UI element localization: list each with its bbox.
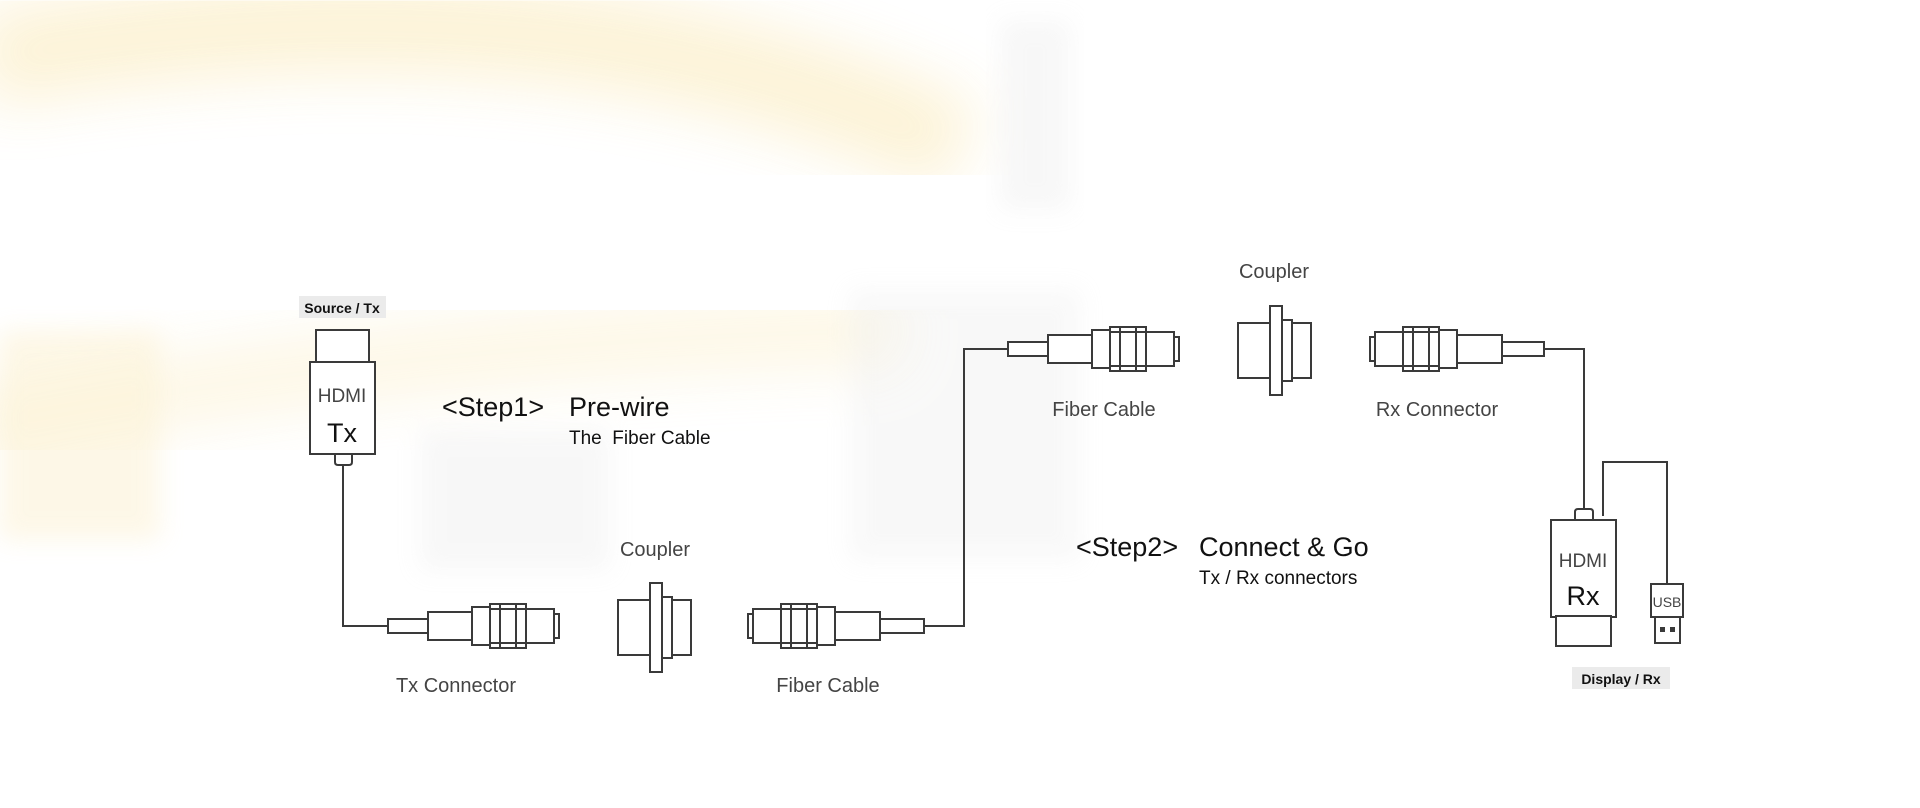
fiber-cable-top-label: Fiber Cable bbox=[1052, 399, 1155, 421]
tx-connector bbox=[387, 603, 560, 649]
tx-wire bbox=[342, 465, 388, 627]
rx-hdmi-plug: HDMI Rx bbox=[1550, 508, 1617, 647]
rx-connector-label: Rx Connector bbox=[1376, 399, 1499, 421]
step1-title: Pre-wire bbox=[569, 392, 670, 422]
rx-plug-bottom-label: Rx bbox=[1567, 581, 1600, 611]
step2-title: Connect & Go bbox=[1199, 532, 1369, 562]
step1-tag: <Step1> bbox=[442, 392, 544, 422]
tx-plug-top-label: HDMI bbox=[318, 386, 367, 407]
coupler-bottom-label: Coupler bbox=[620, 539, 690, 561]
usb-plug: USB bbox=[1650, 583, 1684, 644]
rx-wire bbox=[1544, 348, 1585, 512]
background-photo bbox=[0, 0, 1080, 570]
step2-subtitle: Tx / Rx connectors bbox=[1199, 568, 1357, 589]
step1-heading: <Step1> Pre-wire The Fiber Cable bbox=[442, 392, 711, 449]
rx-connector bbox=[1369, 326, 1545, 372]
step2-heading: <Step2> Connect & Go Tx / Rx connectors bbox=[1076, 532, 1369, 589]
tx-plug-bottom-label: Tx bbox=[327, 418, 357, 448]
coupler-top-label: Coupler bbox=[1239, 261, 1309, 283]
tx-connector-label: Tx Connector bbox=[396, 675, 516, 697]
tx-hdmi-plug: HDMI Tx bbox=[309, 329, 376, 466]
usb-wire bbox=[1602, 461, 1668, 584]
fiber-cable-top bbox=[1007, 326, 1180, 372]
rx-plug-top-label: HDMI bbox=[1559, 551, 1608, 572]
source-tag: Source / Tx bbox=[299, 296, 386, 318]
coupler-bottom bbox=[617, 582, 692, 673]
usb-label: USB bbox=[1653, 594, 1682, 610]
step1-subtitle: The Fiber Cable bbox=[569, 428, 711, 449]
display-tag-label: Display / Rx bbox=[1581, 671, 1661, 687]
step2-tag: <Step2> bbox=[1076, 532, 1178, 562]
display-tag: Display / Rx bbox=[1572, 667, 1670, 689]
fiber-cable-bottom-label: Fiber Cable bbox=[776, 675, 879, 697]
fiber-cable-bottom bbox=[747, 603, 925, 649]
fiber-wire-bottom bbox=[924, 348, 1008, 627]
source-tag-label: Source / Tx bbox=[304, 300, 380, 316]
coupler-top bbox=[1237, 305, 1312, 396]
